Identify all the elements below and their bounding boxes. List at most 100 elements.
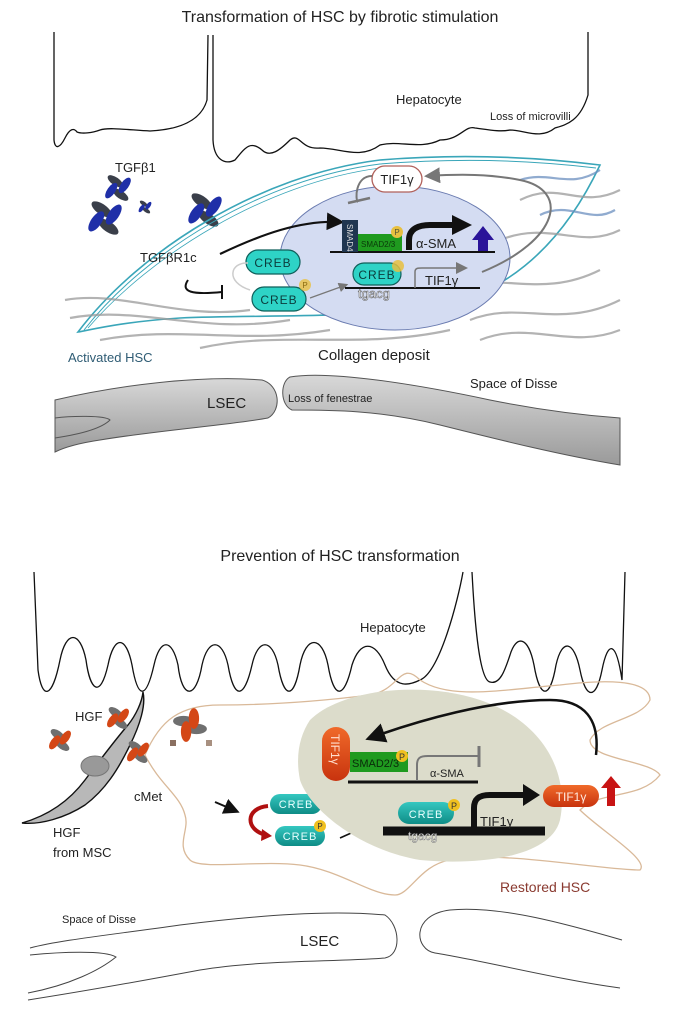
restored-hsc-nucleus [298, 689, 562, 862]
tgacg-label-bottom: tgacg [408, 829, 437, 843]
asma-label-bottom: α-SMA [430, 768, 465, 780]
cmet-label: cMet [134, 789, 163, 804]
phosphate-label: P [451, 801, 457, 811]
tif1g-protein-label-bottom: TIF1γ [556, 790, 587, 804]
restored-hsc-label: Restored HSC [500, 879, 590, 895]
phosphate-icon [299, 279, 311, 291]
hepatocyte-microvilli-outline [33, 571, 626, 693]
smad23-protein-bottom [350, 752, 408, 772]
inhibition-bar [347, 196, 371, 205]
tif1g-bound-protein [322, 727, 350, 781]
tgfb1-ligand-icon [88, 175, 222, 235]
creb-p-label: CREB [260, 293, 297, 307]
hepatocyte-right-outline [212, 32, 589, 163]
upregulation-arrow-icon [472, 226, 494, 251]
creb-inhibition-line [184, 279, 223, 295]
creb-nuclear-label-bottom: CREB [409, 809, 444, 821]
asma-label: α-SMA [416, 236, 456, 251]
hgf-from-msc-label-2: from MSC [53, 845, 112, 860]
msc-cell [21, 691, 145, 825]
hepatocyte-left-outline [53, 32, 209, 148]
phosphate-icon [448, 799, 460, 811]
msc-nucleus [80, 755, 110, 777]
creb-phosphorylated [251, 286, 307, 312]
top-panel-title: Transformation of HSC by fibrotic stimul… [182, 9, 499, 26]
space-of-disse-label: Space of Disse [470, 376, 557, 391]
lsec-right [282, 374, 621, 466]
creb-nuclear [352, 262, 402, 286]
phosphate-icon [391, 226, 403, 238]
arrowhead [452, 215, 472, 235]
hgf-ligand-icon [49, 707, 207, 763]
tgfbr1c-label: TGFβR1c [140, 250, 197, 265]
bottom-panel-title: Prevention of HSC transformation [220, 548, 459, 565]
phosphate-label: P [302, 281, 307, 290]
activated-hsc-label: Activated HSC [68, 350, 153, 365]
activated-hsc-nucleus [279, 185, 511, 331]
tgfbr-activation-arrow [219, 212, 345, 255]
asma-repressed-line [416, 755, 478, 781]
creb-label: CREB [254, 256, 291, 270]
tif1g-gene-label-bottom: TIF1γ [480, 814, 514, 829]
smad23-protein [358, 234, 402, 251]
tif1g-transcription-arrow [414, 262, 468, 288]
lsec-right-outline [419, 908, 623, 989]
creb-translocation-arrow [309, 282, 349, 299]
hepatocyte-label-bottom: Hepatocyte [360, 620, 426, 635]
phosphorylation-arrow [232, 262, 251, 291]
tif1g-protein-label: TIF1γ [380, 172, 414, 187]
cmet-receptor-icon [206, 740, 212, 746]
loss-of-microvilli-label: Loss of microvilli [490, 111, 571, 123]
asma-transcription-arrow [406, 222, 454, 250]
restored-hsc-cell [144, 672, 661, 896]
smad4-label: SMAD4 [345, 224, 354, 252]
lsec-label-bottom: LSEC [300, 933, 339, 950]
lsec-left [54, 378, 278, 453]
tgfb1-label: TGFβ1 [115, 160, 156, 175]
phosphate-label: P [394, 228, 399, 237]
tif1g-feedback-arrow [424, 167, 552, 273]
phosphate-icon [392, 260, 404, 272]
phosphate-icon [314, 820, 326, 832]
creb-label-bottom: CREB [279, 799, 314, 811]
tif1g-protein-top [371, 165, 423, 193]
collagen-fibers [64, 169, 621, 350]
hgf-from-msc-label-1: HGF [53, 825, 81, 840]
hgf-label: HGF [75, 709, 103, 724]
tif1g-bound-label: TIF1γ [328, 734, 342, 765]
phosphate-label: P [317, 822, 322, 831]
lsec-left-fold [27, 951, 117, 994]
phosphorylation-arrow [248, 804, 269, 837]
creb-nuclear-bottom [398, 802, 454, 824]
arrowhead [261, 829, 272, 841]
top-panel: Transformation of HSC by fibrotic stimul… [53, 9, 621, 466]
creb-protein [245, 249, 301, 275]
hepatocyte-label: Hepatocyte [396, 92, 462, 107]
creb-protein-bottom [270, 794, 322, 814]
phosphate-label: P [399, 752, 405, 762]
upregulation-arrow-icon [601, 776, 621, 806]
tgacg-label: tgacg [358, 286, 390, 301]
smad23-label-bottom: SMAD2/3 [352, 758, 399, 770]
loss-of-fenestrae-label: Loss of fenestrae [288, 393, 372, 405]
lsec-left-fold [54, 415, 111, 439]
creb-p-label-bottom: CREB [283, 831, 318, 843]
bottom-panel: Prevention of HSC transformation Hepatoc… [21, 548, 661, 1001]
creb-phosphorylated-bottom [275, 826, 325, 846]
arrowhead [523, 784, 540, 806]
smad4-protein [342, 220, 358, 252]
cmet-receptor-icon [170, 740, 176, 746]
tif1g-feedback-arrow-bottom [365, 698, 598, 756]
collagen-deposit-label: Collagen deposit [318, 347, 431, 364]
tif1g-gene-label: TIF1γ [425, 273, 459, 288]
lsec-left-outline [27, 912, 398, 1001]
creb-nuclear-label: CREB [358, 268, 395, 282]
phosphate-icon [396, 750, 408, 762]
tif1g-protein-bottom [543, 785, 599, 807]
smad23-label: SMAD2/3 [361, 240, 396, 249]
lsec-label: LSEC [207, 395, 246, 412]
cmet-signal-arrow [214, 798, 240, 814]
space-of-disse-label-bottom: Space of Disse [62, 914, 136, 926]
tif1g-transcription-arrow-bottom [471, 792, 525, 828]
